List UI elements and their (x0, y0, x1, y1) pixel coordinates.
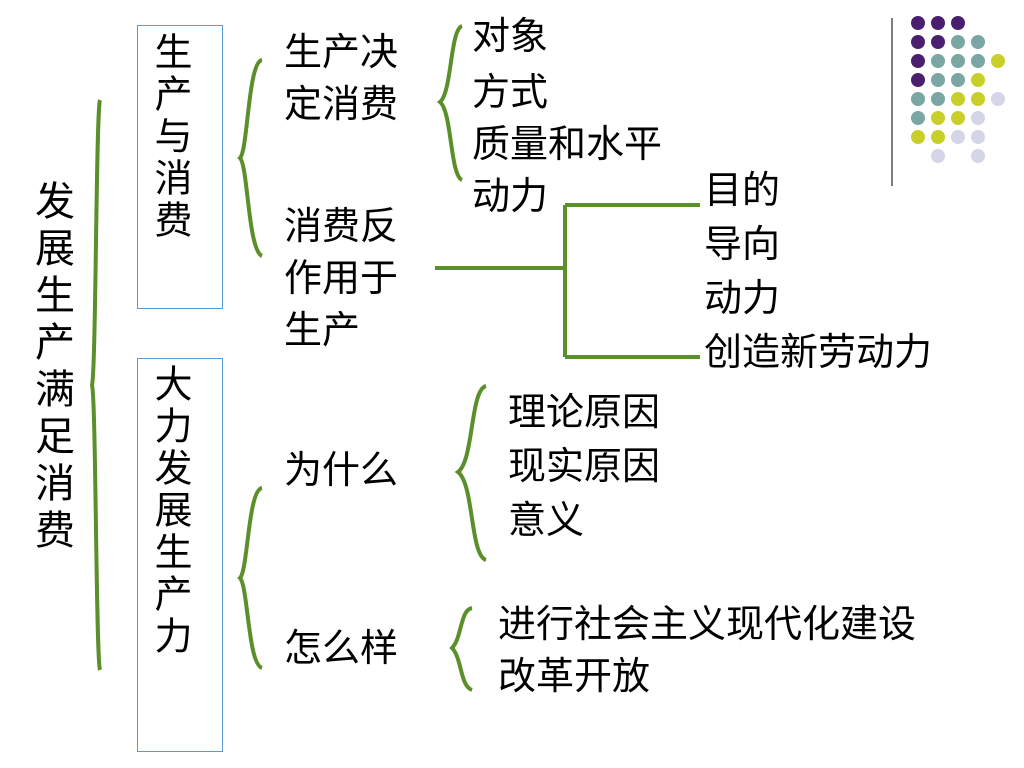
sub2-label-line1: 消费反 (284, 204, 399, 248)
decor-dot (931, 54, 945, 68)
sub1-label-line2: 定消费 (284, 82, 399, 126)
decor-dot (971, 54, 985, 68)
decor-dot (951, 92, 965, 106)
sub2-item: 动力 (704, 276, 781, 320)
decor-dot (931, 130, 945, 144)
sub1-item: 对象 (472, 14, 549, 58)
sub1-item: 动力 (472, 174, 549, 218)
sub1-label-line1: 生产决 (284, 30, 399, 74)
decor-dot (911, 111, 925, 125)
decor-dot (931, 35, 945, 49)
decor-dot (951, 35, 965, 49)
main-title: 发展生产满足消费 (28, 180, 74, 556)
sub1-item: 方式 (472, 70, 549, 114)
decor-dot (971, 149, 985, 163)
how-label: 怎么样 (284, 626, 399, 670)
decor-dot (951, 130, 965, 144)
how-brace (449, 606, 474, 692)
decor-dot (971, 35, 985, 49)
how-item: 改革开放 (498, 654, 651, 698)
sub1-brace (436, 24, 464, 182)
how-item: 进行社会主义现代化建设 (498, 602, 917, 646)
sub2-item: 创造新劳动力 (704, 330, 933, 374)
why-item: 理论原因 (508, 390, 661, 434)
decor-dot (911, 92, 925, 106)
decor-dot (931, 111, 945, 125)
decor-dot (931, 92, 945, 106)
why-item: 现实原因 (508, 444, 661, 488)
decor-dot (951, 73, 965, 87)
main-bracket (89, 99, 102, 671)
sub2-label-line3: 生产 (284, 308, 361, 352)
decor-dot (911, 73, 925, 87)
why-label: 为什么 (284, 448, 399, 492)
branch2-brace (237, 486, 264, 670)
decor-dot (951, 54, 965, 68)
decor-dot (951, 111, 965, 125)
decor-dot (971, 92, 985, 106)
branch1-brace (237, 58, 264, 258)
decor-dot (971, 73, 985, 87)
sub1-item: 质量和水平 (472, 122, 663, 166)
decor-dot (951, 16, 965, 30)
branch1-label: 生产与消费 (148, 32, 192, 242)
decor-dot (911, 54, 925, 68)
decor-dot (971, 111, 985, 125)
branch2-label: 大力发展生产力 (148, 364, 192, 658)
decor-dot (911, 35, 925, 49)
why-brace (454, 384, 488, 562)
sub2-connector (435, 203, 700, 359)
decor-dot (971, 130, 985, 144)
sub2-label-line2: 作用于 (284, 256, 399, 300)
why-item: 意义 (508, 498, 585, 542)
decor-dot (911, 16, 925, 30)
decor-dot (911, 130, 925, 144)
branch1-box (137, 25, 223, 309)
sub2-item: 导向 (704, 222, 781, 266)
decor-dot (991, 92, 1005, 106)
decor-dot (931, 16, 945, 30)
sub2-item: 目的 (704, 168, 781, 212)
decor-dot (931, 149, 945, 163)
decor-dot (931, 73, 945, 87)
branch2-box (137, 358, 223, 752)
decor-dot (991, 54, 1005, 68)
